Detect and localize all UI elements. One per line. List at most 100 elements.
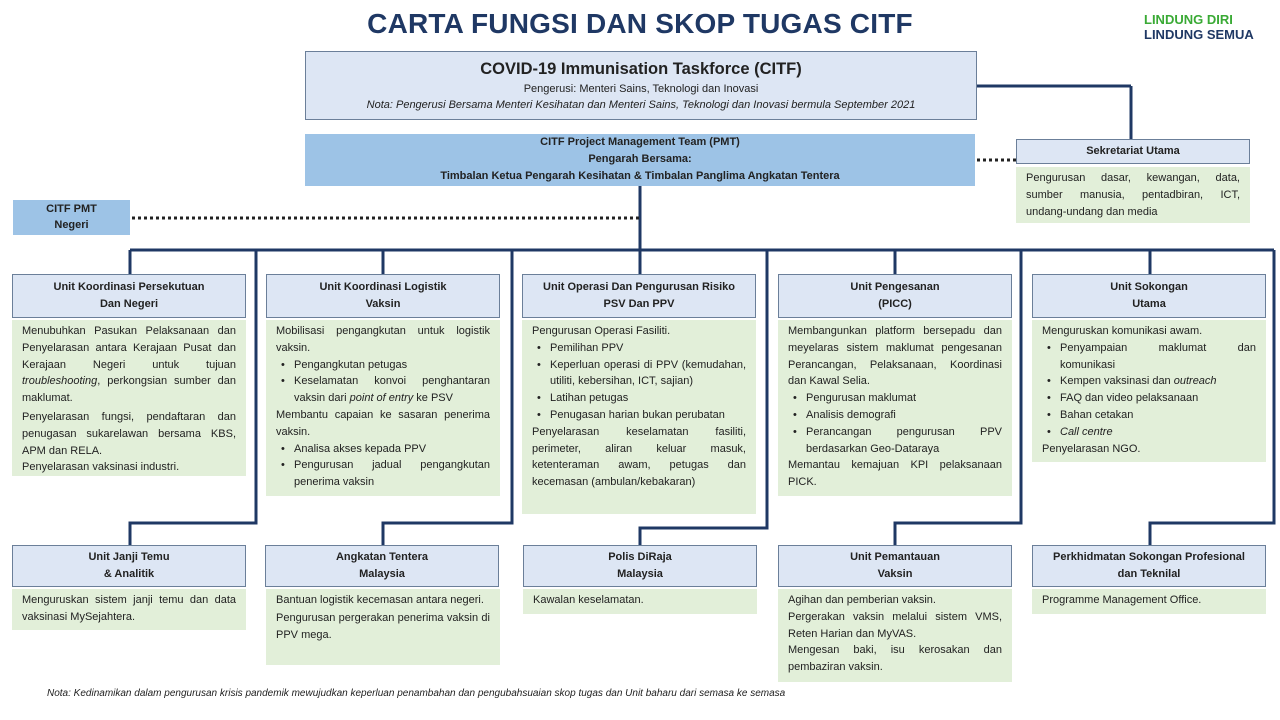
u3-title-2: PSV Dan PPV xyxy=(603,298,675,310)
u2-p1: Mobilisasi pengangkutan untuk logistik v… xyxy=(276,325,490,354)
unit-koordinasi-logistik-title: Unit Koordinasi Logistik Vaksin xyxy=(266,274,500,318)
u6-title-2: & Analitik xyxy=(103,568,155,580)
u8-p1: Kawalan keselamatan. xyxy=(533,594,644,606)
sekretariat-title: Sekretariat Utama xyxy=(1086,145,1180,157)
pmt-negeri-line-1: CITF PMT xyxy=(46,203,97,215)
u10-title-1: Perkhidmatan Sokongan Profesional xyxy=(1053,551,1245,563)
route-u6 xyxy=(128,250,258,545)
u8-title-2: Malaysia xyxy=(617,568,663,580)
route-u10 xyxy=(1148,250,1276,545)
u5-b2: Kempen vaksinasi dan outreach xyxy=(1047,373,1256,390)
u4-b1: Pengurusan maklumat xyxy=(793,390,1002,407)
u4-p2: Memantau kemajuan KPI pelaksanaan PICK. xyxy=(788,459,1002,489)
u6-desc: Menguruskan sistem janji temu dan data v… xyxy=(12,589,246,630)
u3-b1: Pemilihan PPV xyxy=(537,340,746,357)
u1-title-1: Unit Koordinasi Persekutuan xyxy=(53,281,205,293)
pmt-negeri-line-2: Negeri xyxy=(54,219,89,231)
citf-note: Nota: Pengerusi Bersama Menteri Kesihata… xyxy=(366,99,916,111)
u4-b2: Analisis demografi xyxy=(793,407,1002,424)
slogan: LINDUNG DIRI LINDUNG SEMUA xyxy=(1144,12,1254,42)
u9-p2: Pergerakan vaksin melalui sistem VMS, Re… xyxy=(788,610,1002,640)
slogan-line-2: LINDUNG SEMUA xyxy=(1144,27,1254,42)
u2-title-2: Vaksin xyxy=(365,298,401,310)
u2-b4: Pengurusan jadual pengangkutan penerima … xyxy=(281,457,490,491)
u2-p2: Membantu capaian ke sasaran penerima vak… xyxy=(276,408,490,438)
u2-desc: Mobilisasi pengangkutan untuk logistik v… xyxy=(266,320,500,496)
u7-title-2: Malaysia xyxy=(359,568,405,580)
u7-p2: Pengurusan pergerakan penerima vaksin di… xyxy=(276,611,490,641)
u5-b1: Penyampaian maklumat dan komunikasi xyxy=(1047,340,1256,374)
u3-p1: Pengurusan Operasi Fasiliti. xyxy=(532,325,671,337)
pmt-line-1: CITF Project Management Team (PMT) xyxy=(540,136,740,148)
unit-sokongan-title: Unit Sokongan Utama xyxy=(1032,274,1266,318)
u4-desc: Membangunkan platform bersepadu dan meye… xyxy=(778,320,1012,496)
u5-desc: Menguruskan komunikasi awam. Penyampaian… xyxy=(1032,320,1266,462)
u5-p2: Penyelarasan NGO. xyxy=(1042,442,1141,455)
u9-desc: Agihan dan pemberian vaksin. Pergerakan … xyxy=(778,589,1012,682)
u9-p1: Agihan dan pemberian vaksin. xyxy=(788,594,936,606)
polis-diraja-title: Polis DiRaja Malaysia xyxy=(523,545,757,587)
u3-title-1: Unit Operasi Dan Pengurusan Risiko xyxy=(543,281,735,293)
u4-b3: Perancangan pengurusan PPV berdasarkan G… xyxy=(793,424,1002,458)
route-u7 xyxy=(381,250,514,545)
route-u9 xyxy=(893,250,1023,545)
u1-desc: Menubuhkan Pasukan Pelaksanaan dan Penye… xyxy=(12,320,246,476)
u7-desc: Bantuan logistik kecemasan antara negeri… xyxy=(266,589,500,665)
footnote: Nota: Kedinamikan dalam pengurusan krisi… xyxy=(47,688,786,699)
u5-b4: Bahan cetakan xyxy=(1047,407,1256,424)
unit-janji-temu-title: Unit Janji Temu & Analitik xyxy=(12,545,246,587)
u2-b2: Keselamatan konvoi penghantaran vaksin d… xyxy=(281,373,490,407)
citf-head-box: COVID-19 Immunisation Taskforce (CITF) P… xyxy=(305,51,977,120)
unit-operasi-title: Unit Operasi Dan Pengurusan Risiko PSV D… xyxy=(522,274,756,318)
pmt-negeri-box: CITF PMT Negeri xyxy=(13,200,130,235)
u5-title-2: Utama xyxy=(1132,298,1166,310)
sekretariat-desc: Pengurusan dasar, kewangan, data, sumber… xyxy=(1016,167,1250,223)
sekretariat-title-box: Sekretariat Utama xyxy=(1016,139,1250,164)
u8-desc: Kawalan keselamatan. xyxy=(523,589,757,614)
u4-title-1: Unit Pengesanan xyxy=(850,281,940,293)
sekretariat-desc-text: Pengurusan dasar, kewangan, data, sumber… xyxy=(1026,172,1240,218)
u1-title-2: Dan Negeri xyxy=(99,298,159,310)
u3-b2: Keperluan operasi di PPV (kemudahan, uti… xyxy=(537,357,746,391)
angkatan-tentera-title: Angkatan Tentera Malaysia xyxy=(265,545,499,587)
u2-title-1: Unit Koordinasi Logistik xyxy=(319,281,447,293)
u7-p1: Bantuan logistik kecemasan antara negeri… xyxy=(276,594,484,606)
u9-title-1: Unit Pemantauan xyxy=(850,551,940,563)
u2-b3: Analisa akses kepada PPV xyxy=(281,441,490,458)
unit-pengesanan-title: Unit Pengesanan (PICC) xyxy=(778,274,1012,318)
pmt-line-3: Timbalan Ketua Pengarah Kesihatan & Timb… xyxy=(440,170,840,182)
u1-p3: Penyelarasan vaksinasi industri. xyxy=(22,461,180,474)
u8-title-1: Polis DiRaja xyxy=(608,551,672,563)
slogan-line-1: LINDUNG DIRI xyxy=(1144,12,1233,27)
pmt-line-2: Pengarah Bersama: xyxy=(588,153,692,165)
u1-p1: Menubuhkan Pasukan Pelaksanaan dan Penye… xyxy=(22,325,236,405)
u7-title-1: Angkatan Tentera xyxy=(335,551,429,563)
u6-p1: Menguruskan sistem janji temu dan data v… xyxy=(22,594,236,623)
u2-b1: Pengangkutan petugas xyxy=(281,357,490,374)
citf-chair: Pengerusi: Menteri Sains, Teknologi dan … xyxy=(523,83,759,95)
u4-p1: Membangunkan platform bersepadu dan meye… xyxy=(788,325,1002,388)
u1-p2: Penyelarasan fungsi, pendaftaran dan pen… xyxy=(22,410,236,457)
u3-p2: Penyelarasan keselamatan fasiliti, perim… xyxy=(532,425,746,489)
u9-p3: Mengesan baki, isu kerosakan dan pembazi… xyxy=(788,644,1002,674)
unit-pemantauan-title: Unit Pemantauan Vaksin xyxy=(778,545,1012,587)
u10-title-2: dan Teknilal xyxy=(1117,568,1181,580)
u6-title-1: Unit Janji Temu xyxy=(88,551,170,563)
u9-title-2: Vaksin xyxy=(877,568,913,580)
pmt-box: CITF Project Management Team (PMT) Penga… xyxy=(305,134,975,186)
u3-b3: Latihan petugas xyxy=(537,390,746,407)
u3-b4: Penugasan harian bukan perubatan xyxy=(537,407,746,424)
u10-p1: Programme Management Office. xyxy=(1042,594,1202,606)
route-u8 xyxy=(638,250,769,545)
u5-b3: FAQ dan video pelaksanaan xyxy=(1047,390,1256,407)
u5-b5: Call centre xyxy=(1047,424,1256,441)
unit-koordinasi-persekutuan-title: Unit Koordinasi Persekutuan Dan Negeri xyxy=(12,274,246,318)
u5-title-1: Unit Sokongan xyxy=(1110,281,1188,293)
u5-p1: Menguruskan komunikasi awam. xyxy=(1042,325,1203,337)
page-title: CARTA FUNGSI DAN SKOP TUGAS CITF xyxy=(367,8,913,39)
perkhidmatan-sokongan-title: Perkhidmatan Sokongan Profesional dan Te… xyxy=(1032,545,1266,587)
u3-desc: Pengurusan Operasi Fasiliti. Pemilihan P… xyxy=(522,320,756,514)
u10-desc: Programme Management Office. xyxy=(1032,589,1266,614)
citf-name: COVID-19 Immunisation Taskforce (CITF) xyxy=(480,60,802,78)
